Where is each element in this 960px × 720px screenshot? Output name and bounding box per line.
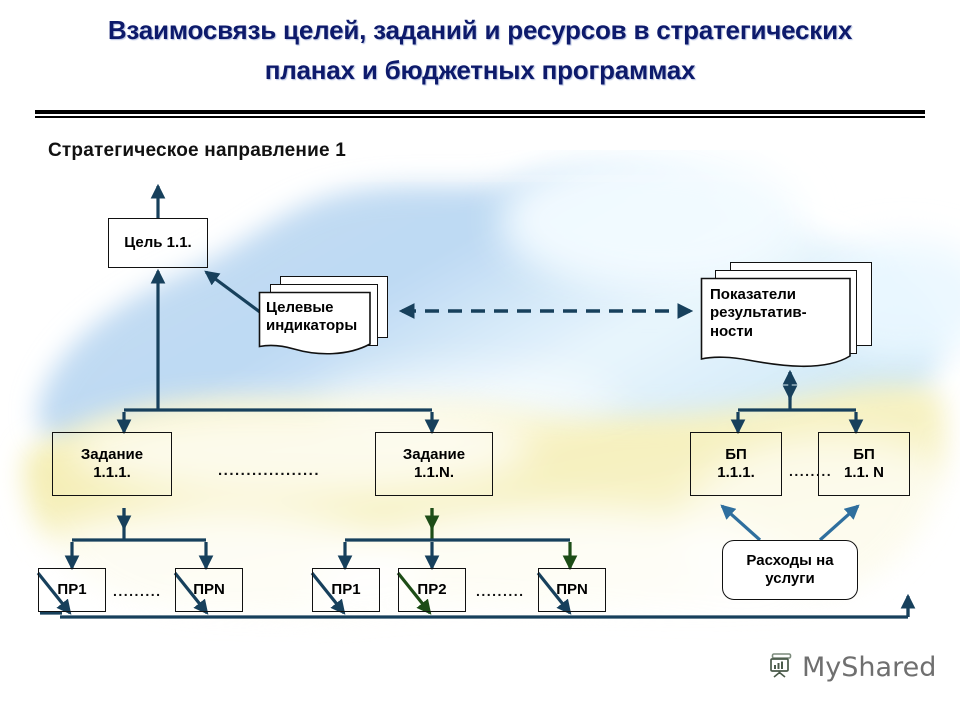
doc-sheet-front	[700, 262, 852, 374]
presentation-board-icon	[768, 650, 798, 685]
node-pr-b-1-label: ПР1	[331, 581, 361, 599]
node-target-indicators-label: Целевые индикаторы	[266, 299, 358, 335]
arrow-pr-a1-to-bottom	[36, 572, 72, 615]
node-pr-a-n[interactable]: ПРN	[175, 568, 243, 612]
section-heading: Стратегическое направление 1	[48, 140, 346, 161]
arrow-cost-to-bpn	[818, 504, 860, 542]
node-performance-indicators-label: Показатели результатив- ности	[710, 286, 807, 340]
arrow-pr-b2-to-bottom	[396, 572, 432, 615]
node-task-1-1-1[interactable]: Задание 1.1.1.	[52, 432, 172, 496]
arrow-target-indicators-to-goal	[204, 270, 269, 320]
ellipsis-pr-b: .........	[476, 583, 525, 599]
ellipsis-tasks: ..................	[218, 462, 321, 479]
node-task-1-1-n[interactable]: Задание 1.1.N.	[375, 432, 493, 496]
arrow-pr-b1-to-bottom	[310, 572, 346, 615]
node-pr-b-n[interactable]: ПРN	[538, 568, 606, 612]
node-task-1-1-n-label: Задание 1.1.N.	[402, 446, 466, 481]
doc-sheet-front	[258, 276, 372, 358]
node-pr-a-1[interactable]: ПР1	[38, 568, 106, 612]
node-service-costs[interactable]: Расходы на услуги	[722, 540, 858, 600]
node-goal-label: Цель 1.1.	[124, 234, 192, 252]
node-task-1-1-1-label: Задание 1.1.1.	[80, 446, 144, 481]
node-pr-b-2-label: ПР2	[417, 581, 447, 599]
node-target-indicators[interactable]: Целевые индикаторы	[258, 276, 388, 358]
title-line-1: Взаимосвязь целей, заданий и ресурсов в …	[107, 15, 853, 45]
node-pr-a-1-label: ПР1	[57, 581, 87, 599]
node-pr-b-n-label: ПРN	[556, 581, 588, 599]
arrow-pr-bn-to-bottom	[536, 572, 572, 615]
node-service-costs-label: Расходы на услуги	[746, 552, 834, 587]
node-bp-1-1-1[interactable]: БП 1.1.1.	[690, 432, 782, 496]
ellipsis-bp: ........	[789, 463, 833, 479]
arrow-pr-an-to-bottom	[173, 572, 209, 615]
divider-rule-thick	[35, 110, 925, 114]
watermark: MyShared	[768, 650, 936, 685]
title-divider	[35, 110, 925, 118]
node-bp-1-1-n[interactable]: БП 1.1. N	[818, 432, 910, 496]
node-performance-indicators[interactable]: Показатели результатив- ности	[700, 262, 872, 374]
node-bp-1-1-1-label: БП 1.1.1.	[717, 446, 755, 481]
node-pr-b-2[interactable]: ПР2	[398, 568, 466, 612]
divider-rule-thin	[35, 116, 925, 118]
slide-title: Взаимосвязь целей, заданий и ресурсов в …	[0, 10, 960, 90]
node-bp-1-1-n-label: БП 1.1. N	[843, 446, 885, 481]
arrow-cost-to-bp1	[720, 504, 762, 542]
title-line-2: планах и бюджетных программах	[264, 55, 696, 85]
node-goal[interactable]: Цель 1.1.	[108, 218, 208, 268]
watermark-text: MyShared	[802, 652, 937, 683]
divider-rule-gap	[35, 114, 925, 116]
node-pr-a-n-label: ПРN	[193, 581, 225, 599]
background-map-image	[0, 150, 960, 670]
ellipsis-pr-a: .........	[113, 583, 162, 599]
node-pr-b-1[interactable]: ПР1	[312, 568, 380, 612]
